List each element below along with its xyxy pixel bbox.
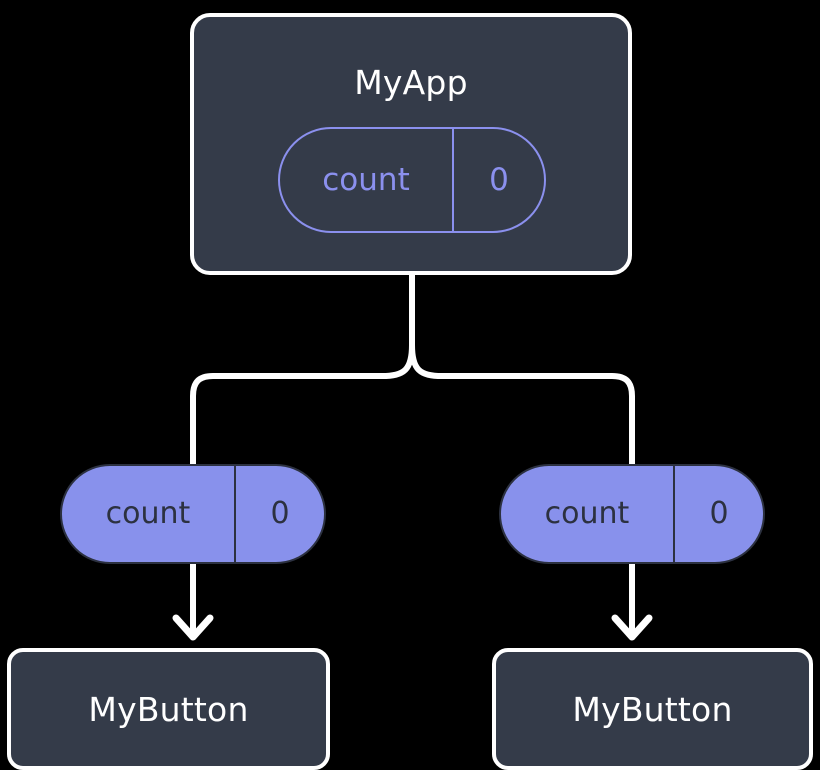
state-pill-value: 0 (489, 161, 509, 198)
component-title-mybutton: MyButton (88, 689, 249, 729)
arrow-head-right (611, 614, 653, 641)
component-title-myapp: MyApp (354, 63, 468, 102)
arrow-head-left (172, 614, 214, 641)
prop-pill-value: 0 (709, 496, 729, 531)
component-box-mybutton-right[interactable]: MyButton (492, 648, 813, 770)
prop-pill-value: 0 (270, 496, 290, 531)
prop-pill-key: count (62, 466, 236, 562)
component-box-mybutton-left[interactable]: MyButton (7, 648, 330, 770)
fork-right-arm (409, 272, 635, 473)
state-pill-myapp[interactable]: count 0 (278, 127, 546, 233)
prop-pill-left[interactable]: count 0 (60, 464, 326, 564)
component-title-mybutton: MyButton (572, 689, 733, 729)
prop-pill-right[interactable]: count 0 (499, 464, 765, 564)
prop-pill-key: count (501, 466, 675, 562)
fork-left-arm (190, 272, 415, 473)
state-pill-key: count (280, 129, 454, 231)
